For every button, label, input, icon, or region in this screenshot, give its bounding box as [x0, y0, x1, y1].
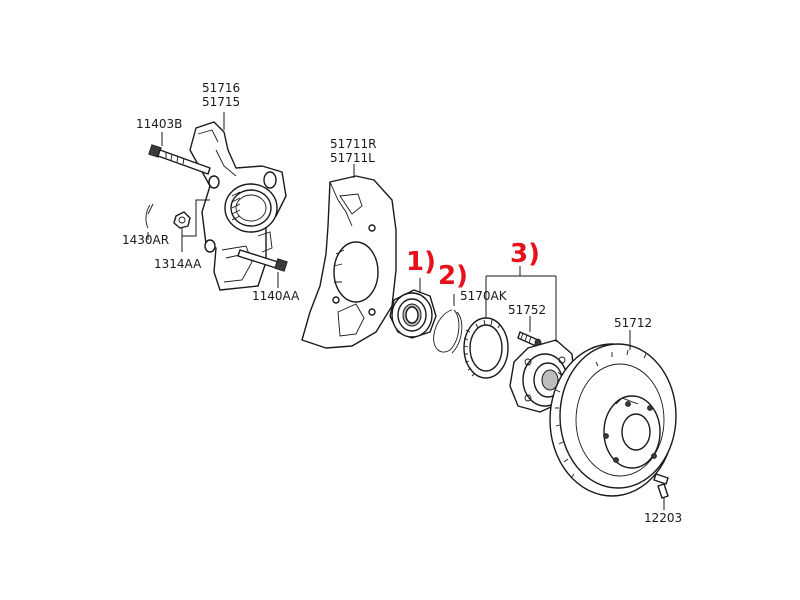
callout-snap-ring: 2)	[438, 261, 468, 291]
label-pin: 1430AR	[122, 233, 169, 247]
disc-screw	[653, 473, 669, 510]
label-dust-cover-a: 51711R	[330, 137, 377, 151]
label-hub-ring: 5170AK	[460, 289, 508, 303]
label-knuckle-a: 51716	[202, 81, 240, 95]
label-disc-screw: 12203	[644, 511, 682, 525]
label-bolt-side: 1140AA	[252, 289, 300, 303]
cotter-pin	[145, 203, 154, 229]
callouts: 1) 2) 3)	[406, 239, 540, 291]
label-hub-bolt: 51752	[508, 303, 546, 317]
dust-cover	[301, 164, 397, 349]
label-nut: 1314AA	[154, 257, 202, 271]
steering-knuckle	[189, 121, 287, 291]
wheel-bearing	[389, 278, 437, 339]
label-bolt-top: 11403B	[136, 117, 182, 131]
tone-ring	[463, 317, 509, 379]
label-dust-cover-b: 51711L	[330, 151, 375, 165]
knuckle-bolt-side	[237, 249, 288, 272]
callout-bearing: 1)	[406, 247, 436, 277]
leaders-hub-group	[485, 266, 557, 342]
label-knuckle-b: 51715	[202, 95, 240, 109]
knuckle-nut	[173, 211, 191, 229]
part-labels: 51716 51715 11403B 1430AR 1314AA 1140AA …	[122, 81, 682, 525]
snap-ring	[433, 294, 463, 354]
knuckle-bolt-top	[148, 144, 211, 175]
leaders-knuckle	[147, 112, 279, 288]
brake-disc	[549, 330, 677, 497]
label-disc: 51712	[614, 316, 652, 330]
callout-hub-assembly: 3)	[510, 239, 540, 269]
